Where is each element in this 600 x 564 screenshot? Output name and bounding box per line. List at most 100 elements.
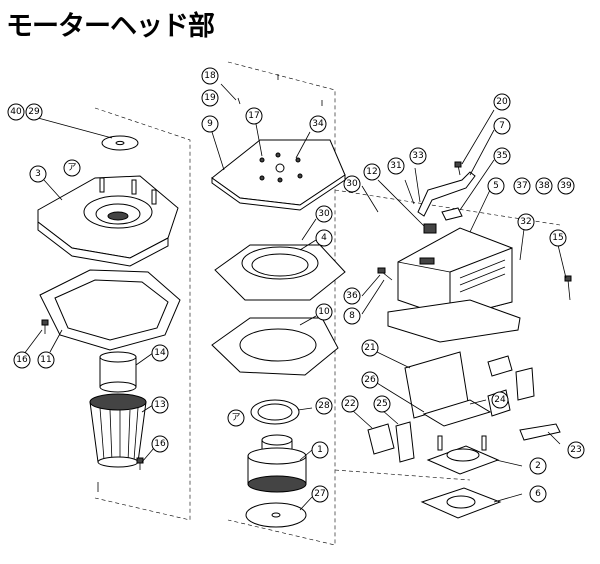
- callout-33: 33: [409, 147, 427, 165]
- svg-text:18: 18: [204, 71, 216, 81]
- part-1-motor: [247, 434, 307, 493]
- svg-text:21: 21: [364, 343, 375, 353]
- callout-29: 29: [25, 103, 43, 121]
- page-title: モーターヘッド部: [6, 11, 215, 42]
- svg-text:25: 25: [376, 399, 387, 409]
- svg-text:15: 15: [552, 233, 563, 243]
- part-7-handle: [417, 171, 476, 217]
- callout-25: 25: [373, 395, 391, 413]
- svg-text:8: 8: [349, 311, 355, 321]
- callout-31: 31: [387, 157, 405, 175]
- callout-39: 39: [557, 177, 575, 195]
- part-35-label: [441, 207, 463, 221]
- part-9-top-plate: [211, 139, 346, 211]
- callout-27: 27: [311, 485, 329, 503]
- part-12-switch: [423, 223, 437, 234]
- callout-18: 18: [201, 67, 219, 85]
- svg-text:7: 7: [499, 121, 505, 131]
- svg-text:33: 33: [412, 151, 423, 161]
- callout-35: 35: [493, 147, 511, 165]
- callout-3: 3: [29, 165, 47, 183]
- callout-6: 6: [529, 485, 547, 503]
- callout-34: 34: [309, 115, 327, 133]
- svg-text:38: 38: [538, 181, 550, 191]
- svg-text:29: 29: [28, 107, 40, 117]
- svg-text:32: 32: [520, 217, 531, 227]
- callout-23: 23: [567, 441, 585, 459]
- part-29-washer: [101, 135, 139, 151]
- svg-text:24: 24: [494, 395, 506, 405]
- marker-a-1: ア: [63, 159, 81, 177]
- svg-text:ア: ア: [67, 163, 76, 173]
- part-8-spring: [377, 267, 393, 281]
- callout-32: 32: [517, 213, 535, 231]
- svg-text:39: 39: [560, 181, 572, 191]
- callout-10: 10: [315, 303, 333, 321]
- callout-30-b: 30: [343, 175, 361, 193]
- part-6-base: [420, 487, 502, 519]
- svg-text:4: 4: [321, 233, 327, 243]
- part-28-ring: [250, 399, 300, 425]
- callout-28: 28: [315, 397, 333, 415]
- part-14-sleeve: [99, 351, 137, 393]
- callout-11: 11: [37, 351, 55, 369]
- part-16-screw-b: [136, 457, 144, 470]
- svg-text:28: 28: [318, 401, 330, 411]
- callout-8: 8: [343, 307, 361, 325]
- callout-4: 4: [315, 229, 333, 247]
- part-5-motor-cover: [387, 227, 521, 343]
- svg-text:40: 40: [10, 107, 22, 117]
- part-22-pad: [367, 423, 395, 455]
- svg-text:13: 13: [154, 400, 165, 410]
- svg-text:27: 27: [314, 489, 325, 499]
- callout-19: 19: [201, 89, 219, 107]
- callout-30: 30: [315, 205, 333, 223]
- svg-text:5: 5: [493, 181, 499, 191]
- leader-lines: [23, 83, 567, 511]
- callout-20: 20: [493, 93, 511, 111]
- part-13-filter-basket: [89, 393, 147, 468]
- part-4-ring: [214, 244, 346, 301]
- svg-text:9: 9: [207, 119, 213, 129]
- svg-text:19: 19: [204, 93, 216, 103]
- callout-5: 5: [487, 177, 505, 195]
- svg-text:11: 11: [40, 355, 51, 365]
- part-3-base-plate: [37, 175, 179, 267]
- svg-text:ア: ア: [231, 413, 240, 423]
- svg-text:30: 30: [346, 179, 358, 189]
- part-10-plate: [211, 317, 339, 376]
- callout-21: 21: [361, 339, 379, 357]
- marker-a-2: ア: [227, 409, 245, 427]
- callout-2: 2: [529, 457, 547, 475]
- svg-text:35: 35: [496, 151, 507, 161]
- callout-9: 9: [201, 115, 219, 133]
- callout-37: 37: [513, 177, 531, 195]
- svg-text:30: 30: [318, 209, 330, 219]
- callout-16: 16: [13, 351, 31, 369]
- svg-text:6: 6: [535, 489, 541, 499]
- callout-1: 1: [311, 441, 329, 459]
- part-16-screw-a: [41, 319, 49, 334]
- svg-text:16: 16: [16, 355, 28, 365]
- callout-15: 15: [549, 229, 567, 247]
- callout-38: 38: [535, 177, 553, 195]
- callout-13: 13: [151, 396, 169, 414]
- callout-40: 40: [7, 103, 25, 121]
- callout-12: 12: [363, 163, 381, 181]
- svg-text:14: 14: [154, 348, 166, 358]
- callout-17: 17: [245, 107, 263, 125]
- part-20-screw: [454, 161, 462, 176]
- svg-text:23: 23: [570, 445, 581, 455]
- callout-16-b: 16: [151, 435, 169, 453]
- callout-26: 26: [361, 371, 379, 389]
- part-27-disc: [245, 502, 307, 528]
- callout-14: 14: [151, 344, 169, 362]
- svg-text:20: 20: [496, 97, 508, 107]
- svg-text:10: 10: [318, 307, 330, 317]
- svg-text:17: 17: [248, 111, 259, 121]
- svg-text:26: 26: [364, 375, 376, 385]
- svg-text:36: 36: [346, 291, 358, 301]
- part-15-screw: [564, 275, 572, 301]
- svg-text:2: 2: [535, 461, 541, 471]
